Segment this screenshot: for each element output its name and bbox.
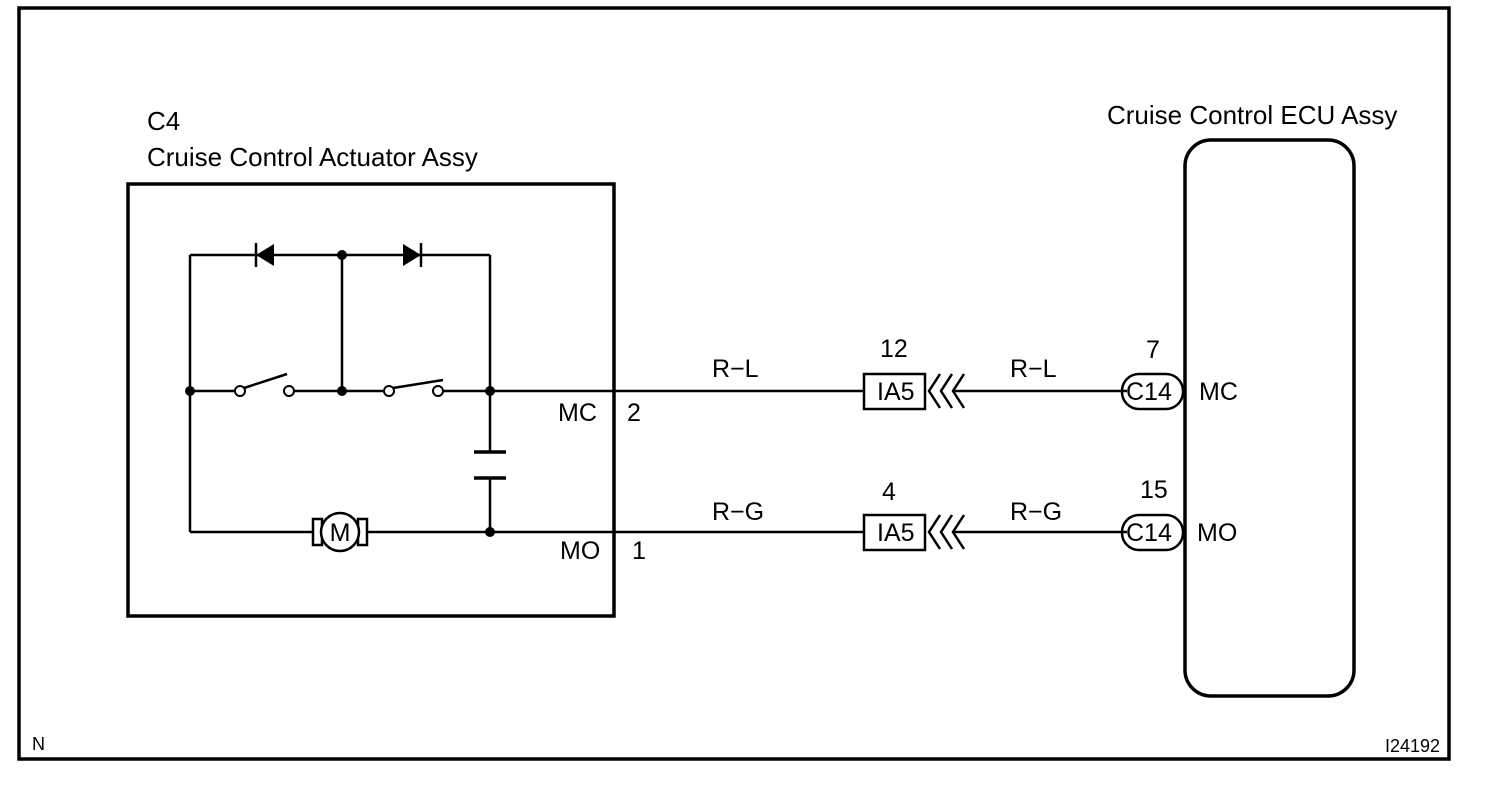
ecu-box bbox=[1183, 138, 1356, 698]
ecu-connector-label-mc: C14 bbox=[1126, 378, 1172, 406]
actuator-internal-circuit: M bbox=[185, 243, 614, 553]
wire-mo-color-right: R−G bbox=[1010, 498, 1062, 526]
ecu-name: Cruise Control ECU Assy bbox=[1107, 100, 1397, 130]
wire-mc: R−L 12 IA5 R−L bbox=[614, 335, 1127, 411]
wire-mc-junction-pin: 12 bbox=[880, 335, 908, 363]
actuator-name: Cruise Control Actuator Assy bbox=[147, 142, 478, 172]
diode-right bbox=[403, 243, 423, 267]
footer-left-mark: N bbox=[32, 734, 45, 754]
limit-switch-2 bbox=[383, 378, 444, 397]
actuator-assembly: C4 Cruise Control Actuator Assy bbox=[126, 106, 646, 618]
actuator-terminal-mc: MC bbox=[558, 399, 597, 427]
ecu-pin-mc: 7 bbox=[1146, 336, 1160, 364]
junction-connector-mo bbox=[862, 513, 927, 552]
limit-switch-1 bbox=[234, 372, 295, 397]
ecu-connector-mc bbox=[1120, 372, 1185, 411]
outer-frame bbox=[17, 6, 1451, 761]
ecu-connector-mo bbox=[1120, 513, 1185, 552]
wire-mc-color-left: R−L bbox=[712, 355, 759, 383]
actuator-box bbox=[126, 182, 616, 618]
actuator-ref: C4 bbox=[147, 106, 180, 136]
junction-label-mo: IA5 bbox=[877, 519, 915, 547]
wire-mo-junction-pin: 4 bbox=[882, 478, 896, 506]
motor: M bbox=[311, 511, 369, 553]
ecu-terminal-mc: MC bbox=[1199, 378, 1238, 406]
actuator-terminal-mo: MO bbox=[560, 537, 600, 565]
junction-label-mc: IA5 bbox=[877, 378, 915, 406]
ecu-terminal-mo: MO bbox=[1197, 519, 1237, 547]
ecu-connector-label-mo: C14 bbox=[1126, 519, 1172, 547]
wire-mo-color-left: R−G bbox=[712, 498, 764, 526]
ecu-pin-mo: 15 bbox=[1140, 476, 1168, 504]
actuator-pin-mc: 2 bbox=[627, 399, 641, 427]
ecu-assembly: Cruise Control ECU Assy 7 C14 MC 15 C14 … bbox=[1107, 100, 1397, 698]
actuator-pin-mo: 1 bbox=[632, 537, 646, 565]
diode-left bbox=[254, 243, 274, 267]
motor-label: M bbox=[330, 519, 351, 547]
junction-connector-mc bbox=[862, 372, 927, 411]
capacitor bbox=[474, 450, 506, 480]
figure-id: I24192 bbox=[1385, 736, 1440, 756]
wire-mo: R−G 4 IA5 R−G bbox=[614, 478, 1127, 552]
wire-mc-color-right: R−L bbox=[1010, 355, 1057, 383]
